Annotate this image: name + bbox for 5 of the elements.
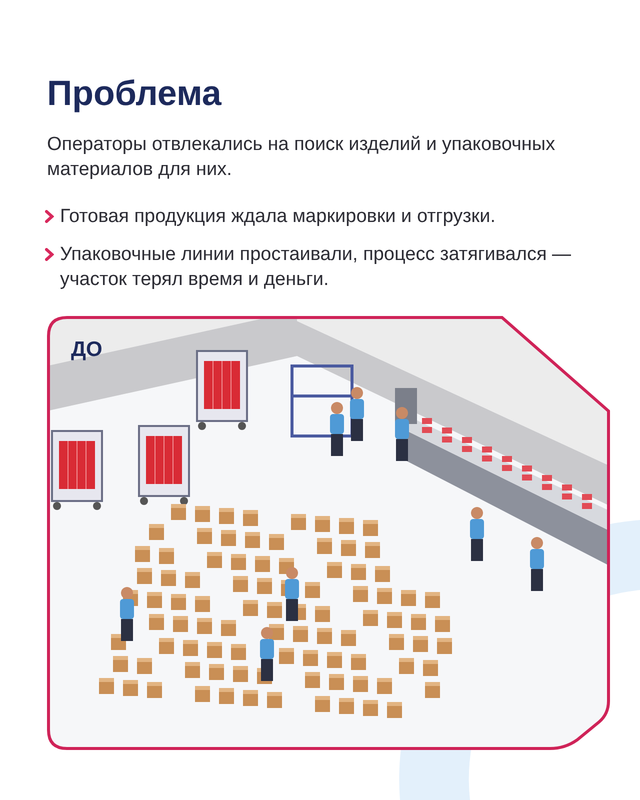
panel-label: ДО [71,338,102,362]
paragraph: Операторы отвлекались на поиск изделий и упаковочных материалов для них. [47,133,556,182]
bullet-text: Упаковочные линии простаивали, процесс затягивался — участок терял время и деньги. [60,243,572,292]
bullet-text: Готовая продукция ждала маркировки и отгрузки. [60,205,496,229]
title: Проблема [47,74,222,114]
